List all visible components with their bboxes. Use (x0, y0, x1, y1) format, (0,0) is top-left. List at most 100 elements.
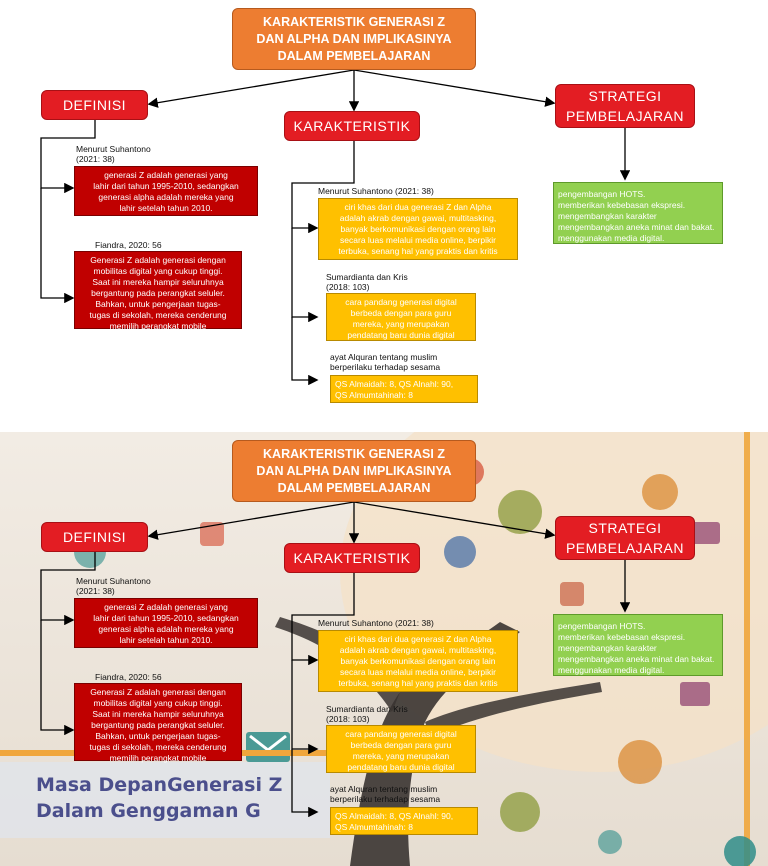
karakteristik-box-2: cara pandang generasi digital berbeda de… (326, 293, 476, 341)
definisi-source-1: Menurut Suhantono (2021: 38) (76, 576, 151, 596)
box-line: berbeda dengan para guru (350, 308, 452, 318)
box-line: memberikan kebebasan ekspresi. (558, 200, 686, 210)
strategi-box: pengembangan HOTS. memberikan kebebasan … (553, 182, 723, 244)
title-line: DALAM PEMBELAJARAN (277, 48, 431, 63)
box-line: QS Almaidah: 8, QS Alnahl: 90, (335, 811, 454, 821)
box-line: secara luas melalui media online, berpik… (340, 235, 496, 245)
definisi-heading: DEFINISI (41, 522, 148, 552)
title-line: KARAKTERISTIK GENERASI Z (263, 14, 445, 29)
banner-line-2: Dalam Genggaman G (36, 800, 261, 822)
box-line: QS Almumtahinah: 8 (335, 390, 413, 400)
box-line: mengembangkan karakter (558, 643, 657, 653)
box-line: generasi alpha adalah mereka yang (98, 624, 234, 634)
box-line: mengembangkan aneka minat dan bakat. (558, 654, 715, 664)
label-line: (2021: 38) (76, 586, 115, 596)
box-line: adalah akrab dengan gawai, multitasking, (339, 645, 497, 655)
box-line: lahir dari tahun 1995-2010, sedangkan (93, 181, 239, 191)
label-line: berperilaku terhadap sesama (330, 794, 441, 804)
definisi-source-2: Fiandra, 2020: 56 (95, 240, 162, 250)
label-line: Sumardianta dan Kris (326, 704, 408, 714)
label-line: Menurut Suhantono (76, 144, 151, 154)
strategi-heading: STRATEGI PEMBELAJARAN (555, 516, 695, 560)
box-line: pendatang baru dunia digital (347, 330, 455, 340)
box-line: lahir dari tahun 1995-2010, sedangkan (93, 613, 239, 623)
heading-line: PEMBELAJARAN (565, 540, 685, 556)
label-line: (2021: 38) (76, 154, 115, 164)
diagram-panel-top: KARAKTERISTIK GENERASI Z DAN ALPHA DAN I… (0, 0, 768, 432)
box-line: bergantung pada perangkat seluler. (91, 720, 225, 730)
definisi-box-1: generasi Z adalah generasi yang lahir da… (74, 166, 258, 216)
diagram-title: KARAKTERISTIK GENERASI Z DAN ALPHA DAN I… (232, 8, 476, 70)
karakteristik-heading: KARAKTERISTIK (284, 543, 420, 573)
label-line: Sumardianta dan Kris (326, 272, 408, 282)
karakteristik-box-3: QS Almaidah: 8, QS Alnahl: 90, QS Almumt… (330, 807, 478, 835)
box-line: mereka, yang merupakan (352, 319, 450, 329)
background-banner: Masa DepanGenerasi Z Dalam Genggaman G (0, 770, 330, 834)
karakteristik-heading: KARAKTERISTIK (284, 111, 420, 141)
definisi-box-1: generasi Z adalah generasi yang lahir da… (74, 598, 258, 648)
diagram-title: KARAKTERISTIK GENERASI Z DAN ALPHA DAN I… (232, 440, 476, 502)
box-line: menggunakan media digital. (558, 665, 665, 675)
box-line: memberikan kebebasan ekspresi. (558, 632, 686, 642)
title-line: DAN ALPHA DAN IMPLIKASINYA (256, 463, 452, 478)
box-line: mobilitas digital yang cukup tinggi. (93, 266, 223, 276)
box-line: memilih perangkat mobile (109, 753, 207, 763)
karakteristik-source-3: ayat Alquran tentang muslim berperilaku … (330, 352, 440, 372)
karakteristik-source-3: ayat Alquran tentang muslim berperilaku … (330, 784, 440, 804)
karakteristik-source-1: Menurut Suhantono (2021: 38) (318, 618, 434, 628)
box-line: Bahkan, untuk pengerjaan tugas- (95, 731, 221, 741)
box-line: Saat ini mereka hampir seluruhnya (92, 277, 224, 287)
karakteristik-source-2: Sumardianta dan Kris (2018: 103) (326, 704, 408, 724)
definisi-box-2: Generasi Z adalah generasi dengan mobili… (74, 251, 242, 331)
box-line: generasi alpha adalah mereka yang (98, 192, 234, 202)
title-line: KARAKTERISTIK GENERASI Z (263, 446, 445, 461)
definisi-box-2: Generasi Z adalah generasi dengan mobili… (74, 683, 242, 763)
label-line: (2018: 103) (326, 714, 370, 724)
box-line: memilih perangkat mobile (109, 321, 207, 331)
box-line: adalah akrab dengan gawai, multitasking, (339, 213, 497, 223)
banner-line-1: Masa DepanGenerasi Z (36, 774, 283, 796)
box-line: Bahkan, untuk pengerjaan tugas- (95, 299, 221, 309)
box-line: bergantung pada perangkat seluler. (91, 288, 225, 298)
box-line: pendatang baru dunia digital (347, 762, 455, 772)
karakteristik-box-1: ciri khas dari dua generasi Z dan Alpha … (318, 630, 518, 692)
box-line: Saat ini mereka hampir seluruhnya (92, 709, 224, 719)
label-line: berperilaku terhadap sesama (330, 362, 441, 372)
box-line: lahir setelah tahun 2010. (119, 203, 213, 213)
box-line: pengembangan HOTS. (558, 189, 646, 199)
box-line: secara luas melalui media online, berpik… (340, 667, 496, 677)
box-line: banyak berkomunikasi dengan orang lain (340, 224, 496, 234)
box-line: cara pandang generasi digital (345, 729, 457, 739)
karakteristik-box-3: QS Almaidah: 8, QS Alnahl: 90, QS Almumt… (330, 375, 478, 403)
box-line: generasi Z adalah generasi yang (104, 602, 228, 612)
box-line: lahir setelah tahun 2010. (119, 635, 213, 645)
box-line: QS Almumtahinah: 8 (335, 822, 413, 832)
box-line: menggunakan media digital. (558, 233, 665, 243)
strategi-heading: STRATEGI PEMBELAJARAN (555, 84, 695, 128)
karakteristik-source-2: Sumardianta dan Kris (2018: 103) (326, 272, 408, 292)
box-line: terbuka, senang hal yang praktis dan kri… (338, 246, 498, 256)
box-line: mengembangkan karakter (558, 211, 657, 221)
box-line: pengembangan HOTS. (558, 621, 646, 631)
heading-line: STRATEGI (588, 88, 662, 104)
box-line: Generasi Z adalah generasi dengan (90, 687, 226, 697)
karakteristik-source-1: Menurut Suhantono (2021: 38) (318, 186, 434, 196)
strategi-box: pengembangan HOTS. memberikan kebebasan … (553, 614, 723, 676)
box-line: QS Almaidah: 8, QS Alnahl: 90, (335, 379, 454, 389)
box-line: mereka, yang merupakan (352, 751, 450, 761)
box-line: mengembangkan aneka minat dan bakat. (558, 222, 715, 232)
label-line: ayat Alquran tentang muslim (330, 784, 438, 794)
box-line: berbeda dengan para guru (350, 740, 452, 750)
definisi-heading: DEFINISI (41, 90, 148, 120)
title-line: DALAM PEMBELAJARAN (277, 480, 431, 495)
label-line: Menurut Suhantono (76, 576, 151, 586)
box-line: banyak berkomunikasi dengan orang lain (340, 656, 496, 666)
heading-line: PEMBELAJARAN (565, 108, 685, 124)
box-line: cara pandang generasi digital (345, 297, 457, 307)
label-line: (2018: 103) (326, 282, 370, 292)
definisi-source-1: Menurut Suhantono (2021: 38) (76, 144, 151, 164)
box-line: ciri khas dari dua generasi Z dan Alpha (344, 202, 492, 212)
box-line: terbuka, senang hal yang praktis dan kri… (338, 678, 498, 688)
connector-lines (40, 501, 631, 818)
box-line: generasi Z adalah generasi yang (104, 170, 228, 180)
